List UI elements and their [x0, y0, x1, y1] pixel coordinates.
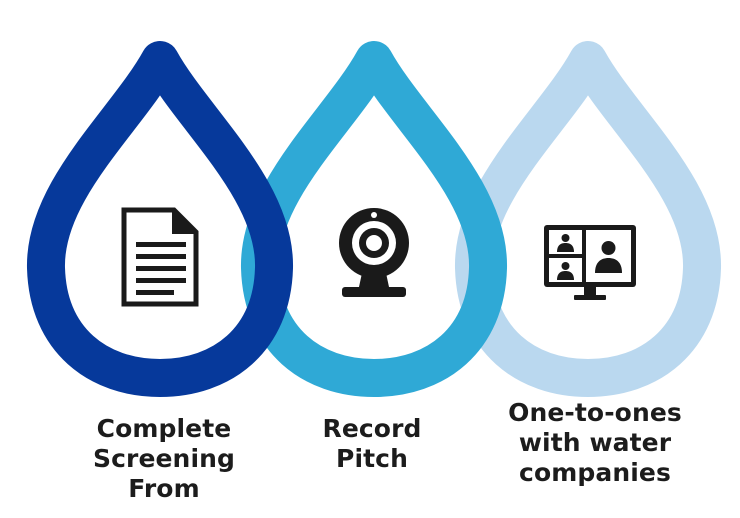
step-1-label: Complete Screening From: [55, 414, 273, 504]
drop-3-outline: [454, 41, 722, 397]
step-1-label-line-2: Screening From: [92, 444, 236, 503]
step-2-label-line-2: Pitch: [336, 444, 408, 473]
video-call-monitor-icon: [544, 225, 636, 300]
step-3-label: One-to-ones with water companies: [490, 398, 700, 488]
drop-1-outline: [26, 41, 294, 397]
document-icon: [121, 207, 199, 307]
step-2-label-line-1: Record: [322, 414, 422, 443]
step-1-label-line-1: Complete: [96, 414, 232, 443]
step-3-label-line-3: companies: [519, 458, 671, 487]
drop-2-outline: [240, 41, 508, 397]
step-3-label-line-1: One-to-ones: [508, 398, 682, 427]
step-3-label-line-2: with water: [518, 428, 672, 457]
webcam-icon: [339, 208, 409, 297]
step-2-label: Record Pitch: [292, 414, 452, 474]
